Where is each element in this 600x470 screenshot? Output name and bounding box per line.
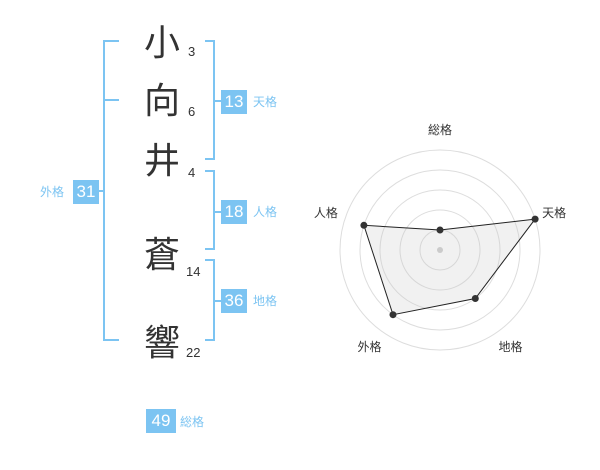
stroke-count-1: 3: [188, 44, 196, 59]
stroke-count-2: 6: [188, 104, 196, 119]
name-char-2: 向: [143, 81, 180, 122]
radar-point-1: [436, 226, 444, 234]
radar-points: [360, 215, 539, 319]
radar-ring-2: [399, 209, 481, 291]
gaikaku-value: 31: [73, 180, 99, 204]
soukaku-label: 総格: [180, 415, 205, 429]
chikaku-bracket-top: [205, 259, 215, 261]
chikaku-connector: [213, 300, 223, 302]
gaikaku-label: 外格: [40, 185, 65, 199]
gaikaku-bracket-mid: [103, 99, 119, 101]
jinkaku-bracket-vertical: [213, 170, 215, 250]
stroke-count-3: 4: [188, 165, 196, 180]
radar-point-5: [360, 221, 368, 229]
radar-ring-4: [359, 169, 521, 331]
radar-ring-5: [339, 149, 541, 351]
name-char-3: 井: [143, 141, 180, 182]
radar-ring-3: [379, 189, 501, 311]
tenkaku-connector: [213, 100, 223, 102]
tenkaku-label: 天格: [253, 95, 278, 109]
radar-series: [363, 218, 537, 316]
radar-axis-label-3: 地格: [498, 339, 522, 354]
soukaku-value: 49: [146, 409, 176, 433]
radar-center: [437, 247, 443, 253]
tenkaku-bracket-bottom: [205, 158, 215, 160]
name-char-5: 響: [143, 323, 180, 364]
radar-axis-label-1: 総格: [428, 122, 452, 137]
gaikaku-connector: [97, 190, 105, 192]
tenkaku-value: 13: [221, 90, 247, 114]
radar-point-3: [471, 295, 479, 302]
radar-grid: [339, 149, 541, 351]
stroke-count-5: 22: [186, 345, 201, 360]
jinkaku-value: 18: [221, 200, 247, 224]
gaikaku-bracket-top: [103, 40, 119, 42]
radar-point-2: [531, 215, 539, 223]
jinkaku-bracket-top: [205, 170, 215, 172]
stroke-count-4: 14: [186, 264, 201, 279]
jinkaku-connector: [213, 211, 223, 213]
tenkaku-bracket: [205, 40, 215, 42]
chikaku-bracket-bottom: [205, 339, 215, 341]
chikaku-label: 地格: [253, 294, 278, 308]
radar-point-4: [389, 311, 397, 319]
name-char-1: 小: [143, 23, 180, 64]
chikaku-value: 36: [221, 289, 247, 313]
radar-polygon: [363, 218, 537, 316]
name-char-4: 蒼: [143, 235, 180, 276]
radar-axis-label-4: 外格: [357, 339, 381, 354]
gaikaku-bracket-bottom: [103, 339, 119, 341]
jinkaku-bracket-bottom: [205, 248, 215, 250]
radar-axis-label-5: 人格: [314, 205, 338, 220]
radar-axis-label-2: 天格: [542, 205, 566, 220]
jinkaku-label: 人格: [253, 205, 278, 219]
